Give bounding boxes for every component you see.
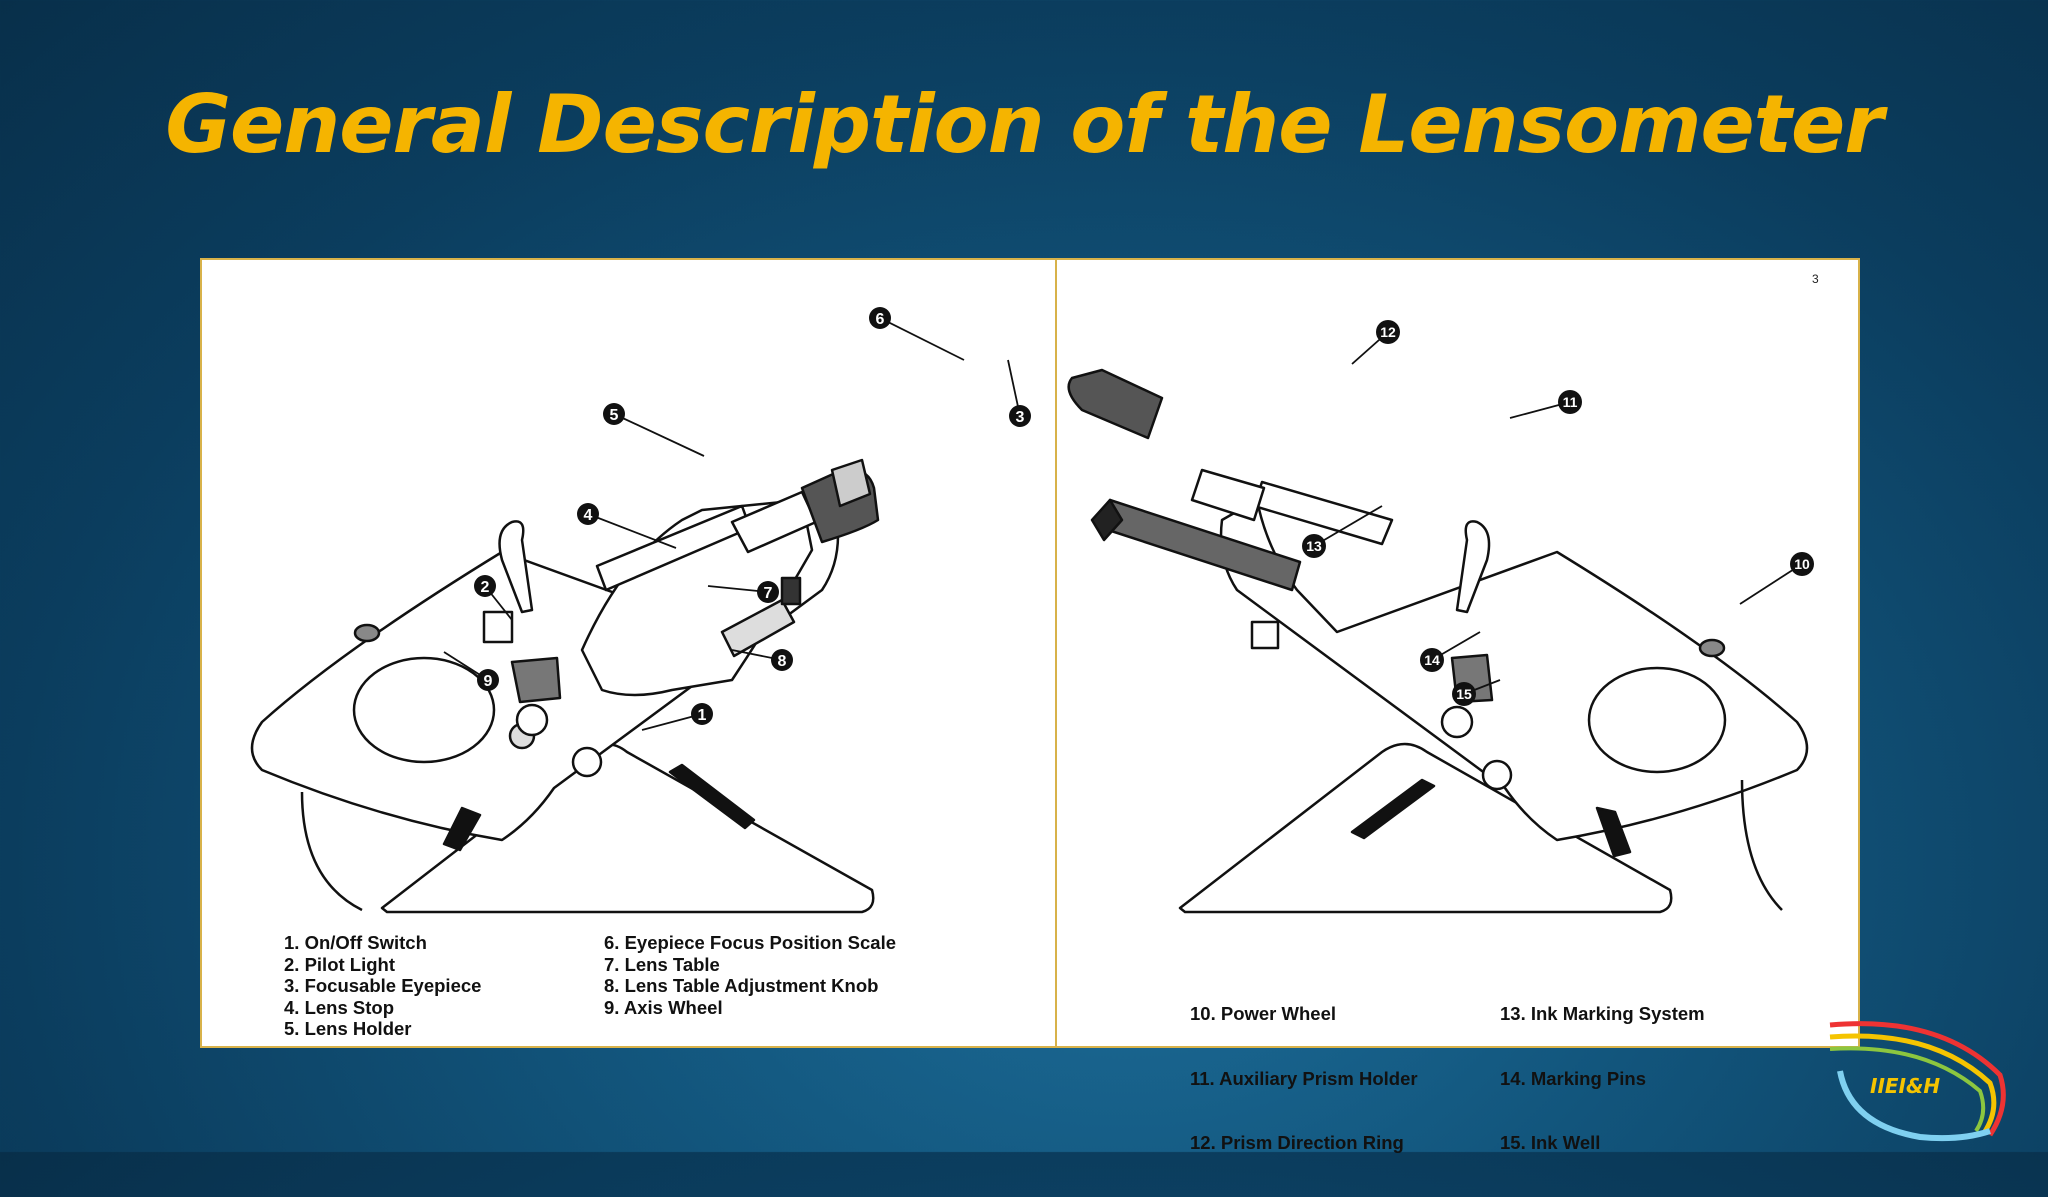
legend-item: 5. Lens Holder bbox=[284, 1018, 412, 1039]
callout-14: 14 bbox=[1420, 648, 1444, 672]
callout-14-label: 14 bbox=[1424, 652, 1440, 668]
logo-text: IIEI&H bbox=[1870, 1074, 1941, 1098]
legend-item: 3. Focusable Eyepiece bbox=[284, 975, 482, 996]
left-cable bbox=[300, 791, 363, 912]
callout-9: 9 bbox=[477, 669, 499, 691]
right-eyepiece bbox=[1067, 368, 1164, 440]
legend-item: 4. Lens Stop bbox=[284, 996, 394, 1018]
callout-15-label: 15 bbox=[1456, 686, 1472, 702]
right-base bbox=[1178, 742, 1673, 914]
legend-left-col2: 6. Eyepiece Focus Position Scale 7. Lens… bbox=[604, 932, 896, 1018]
iieih-logo bbox=[1829, 1021, 2006, 1142]
legend-item: 2. Pilot Light bbox=[284, 953, 395, 975]
callout-8: 8 bbox=[771, 649, 793, 671]
right-power-wheel bbox=[1587, 666, 1727, 774]
right-slot-a bbox=[1350, 778, 1436, 840]
callout-1-label: 1 bbox=[698, 707, 707, 724]
slide-title: General Description of the Lensometer bbox=[165, 78, 1883, 171]
left-lens-holder bbox=[498, 520, 534, 614]
callout-4: 4 bbox=[577, 503, 599, 525]
callout-15: 15 bbox=[1452, 682, 1476, 706]
right-ink-well bbox=[1250, 620, 1280, 650]
left-knob-cap bbox=[780, 576, 802, 606]
legend-item: 12. Prism Direction Ring bbox=[1190, 1132, 1404, 1153]
legend-item: 14. Marking Pins bbox=[1500, 1067, 1646, 1089]
callout-6-label: 6 bbox=[876, 311, 885, 328]
left-pilot-light bbox=[353, 623, 381, 643]
right-slot-b bbox=[1595, 806, 1632, 858]
right-tube-mid bbox=[1190, 468, 1266, 522]
callout-8-label: 8 bbox=[778, 653, 787, 670]
callout-10-label: 10 bbox=[1794, 556, 1810, 572]
callout-13-label: 13 bbox=[1306, 538, 1322, 554]
callout-12-label: 12 bbox=[1380, 324, 1396, 340]
legend-item: 11. Auxiliary Prism Holder bbox=[1190, 1067, 1418, 1089]
panel-divider bbox=[1055, 260, 1057, 1046]
right-pilot-light bbox=[1698, 638, 1726, 658]
legend-item: 1. On/Off Switch bbox=[284, 932, 427, 953]
callout-3: 3 bbox=[1009, 405, 1031, 427]
left-slot-b bbox=[668, 763, 756, 830]
right-cable bbox=[1740, 779, 1783, 911]
callout-11: 11 bbox=[1558, 390, 1582, 414]
callout-11-label: 11 bbox=[1563, 394, 1578, 410]
left-axis-wheel bbox=[352, 656, 496, 764]
callout-5-label: 5 bbox=[610, 407, 619, 424]
callout-2-label: 2 bbox=[481, 579, 490, 596]
legend-item: 7. Lens Table bbox=[604, 953, 720, 975]
legend-item: 8. Lens Table Adjustment Knob bbox=[604, 975, 879, 996]
callout-6: 6 bbox=[869, 307, 891, 329]
right-lens-holder bbox=[1455, 520, 1491, 614]
left-slot-a bbox=[442, 806, 482, 852]
legend-item: 9. Axis Wheel bbox=[604, 996, 723, 1018]
legend-right-col2: 13. Ink Marking System 14. Marking Pins … bbox=[1500, 960, 1705, 1197]
legend-item: 6. Eyepiece Focus Position Scale bbox=[604, 932, 897, 953]
legend-item: 13. Ink Marking System bbox=[1500, 1003, 1705, 1024]
left-focus-scale bbox=[830, 458, 872, 508]
callout-4-label: 4 bbox=[584, 507, 593, 524]
lensometer-figure: 3 bbox=[200, 258, 1860, 1153]
left-side-knob bbox=[720, 598, 796, 658]
callout-7: 7 bbox=[757, 581, 779, 603]
page-number: 3 bbox=[1812, 272, 1819, 286]
left-lens-knob bbox=[515, 703, 549, 737]
left-lens-stop bbox=[482, 610, 514, 644]
right-ink-cap bbox=[1090, 498, 1124, 542]
callout-13: 13 bbox=[1302, 534, 1326, 558]
callout-2: 2 bbox=[474, 575, 496, 597]
callout-10: 10 bbox=[1790, 552, 1814, 576]
lensometer-drawings: 6 3 5 4 2 7 8 1 9 12 11 13 14 15 10 bbox=[250, 307, 1814, 914]
callout-5: 5 bbox=[603, 403, 625, 425]
legend-left-col1: 1. On/Off Switch 2. Pilot Light 3. Focus… bbox=[284, 932, 481, 1040]
legend-item: 10. Power Wheel bbox=[1190, 1003, 1336, 1024]
callout-9-label: 9 bbox=[484, 673, 493, 690]
callout-7-label: 7 bbox=[764, 585, 773, 602]
callout-1: 1 bbox=[691, 703, 713, 725]
right-lens-knob bbox=[1440, 705, 1474, 739]
legend-right-col1: 10. Power Wheel 11. Auxiliary Prism Hold… bbox=[1190, 960, 1418, 1197]
right-base-hole bbox=[1481, 759, 1513, 791]
legend-item: 15. Ink Well bbox=[1500, 1132, 1601, 1153]
callout-3-label: 3 bbox=[1016, 409, 1025, 426]
left-base-hole bbox=[571, 746, 603, 778]
left-lens-table bbox=[510, 656, 562, 704]
callout-12: 12 bbox=[1376, 320, 1400, 344]
